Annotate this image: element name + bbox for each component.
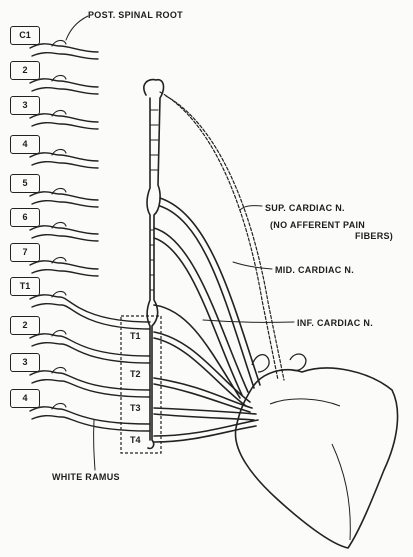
spinal-root-branch: [30, 79, 98, 87]
segment-box-t2: 2: [10, 316, 40, 335]
spinal-root-branch: [32, 380, 150, 397]
segment-box-t3: 3: [10, 353, 40, 372]
segment-box-c6: 6: [10, 208, 40, 227]
spinal-root-branch: [30, 44, 98, 52]
sup-cardiac-label: SUP. CARDIAC N.: [265, 203, 345, 213]
inferior-cardiac-nerve: [154, 228, 248, 392]
white-ramus-pointer: [94, 420, 95, 470]
segment-box-t1: T1: [10, 277, 40, 296]
spinal-root-branch: [30, 114, 98, 122]
segment-box-c5: 5: [10, 174, 40, 193]
spinal-root-branch: [30, 192, 98, 200]
superior-cardiac-nerve: [160, 92, 278, 380]
spinal-root-branch: [32, 343, 150, 363]
post-spinal-root-label: POST. SPINAL ROOT: [88, 10, 183, 20]
ganglion-label-t4: T4: [130, 435, 141, 445]
spinal-roots: [30, 16, 150, 470]
white-ramus-label: WHITE RAMUS: [52, 472, 120, 482]
ganglion-label-t1: T1: [130, 331, 141, 341]
spinal-root-branch: [32, 88, 98, 94]
post-spinal-root-pointer: [66, 16, 88, 40]
segment-box-t4: 4: [10, 389, 40, 408]
spinal-root-branch: [30, 261, 98, 269]
spinal-root-branch: [32, 270, 98, 276]
mid-cardiac-label: MID. CARDIAC N.: [275, 265, 354, 275]
inf-cardiac-label: INF. CARDIAC N.: [297, 318, 373, 328]
segment-box-c7: 7: [10, 243, 40, 262]
segment-box-c4: 4: [10, 135, 40, 154]
no-afferent-label: (NO AFFERENT PAIN: [270, 220, 365, 230]
spinal-root-branch: [30, 153, 98, 161]
segment-box-c2: 2: [10, 61, 40, 80]
spinal-root-branch: [32, 201, 98, 207]
segment-box-c3: 3: [10, 96, 40, 115]
ganglion-label-t3: T3: [130, 403, 141, 413]
spinal-root-branch: [30, 295, 150, 322]
fibers-label: FIBERS): [355, 231, 393, 241]
spinal-root-branch: [32, 53, 98, 59]
spinal-root-branch: [32, 235, 98, 241]
spinal-root-branch: [32, 123, 98, 129]
spinal-root-branch: [32, 162, 98, 168]
ganglion-label-t2: T2: [130, 369, 141, 379]
segment-box-c1: C1: [10, 26, 40, 45]
spinal-root-branch: [30, 226, 98, 234]
